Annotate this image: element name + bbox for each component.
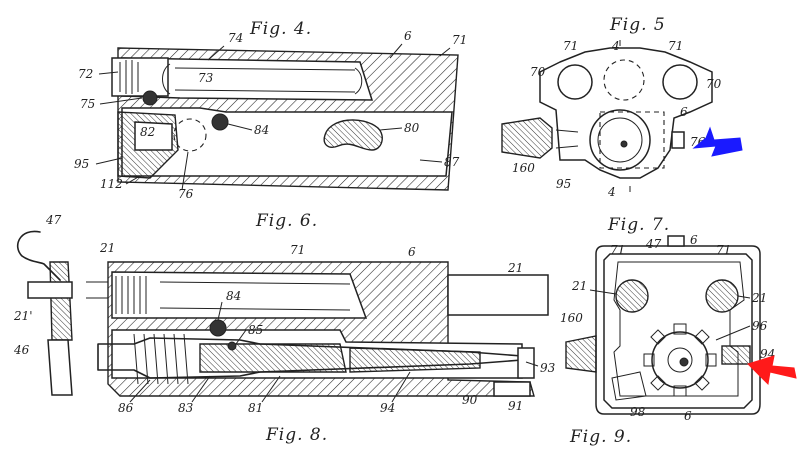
- fig7-label-71a: 71: [610, 243, 625, 257]
- fig6-label-47: 47: [45, 213, 62, 227]
- fig6-label-86: 86: [118, 401, 134, 415]
- fig7-label-98: 98: [630, 405, 646, 419]
- fig7-label-96: 96: [752, 319, 768, 333]
- fig4-label-74: 74: [228, 31, 243, 45]
- fig7-drawing: [565, 235, 761, 415]
- fig4-label-84: 84: [254, 123, 269, 137]
- fig5-label-6: 6: [680, 105, 688, 119]
- fig6-label-6: 6: [408, 245, 416, 259]
- fig4-label-87: 87: [444, 155, 460, 169]
- fig4-label-76: 76: [178, 187, 194, 201]
- fig6-drawing: [16, 230, 549, 397]
- fig6-label-83: 83: [178, 401, 194, 415]
- fig5-label-4-bottom: 4: [607, 185, 616, 199]
- fig4-label-112: 112: [100, 177, 123, 191]
- fig9-caption: Fig. 9.: [569, 427, 632, 447]
- fig6-label-21a: 21: [99, 241, 115, 255]
- fig4-label-75: 75: [80, 97, 95, 111]
- fig6-labels: 47 21 71 6 21 21' 84 85 46 86 83 81 94 9…: [13, 211, 556, 415]
- fig7-labels: 47 6 71 71 21 21 160 96 94 98 6 Fig. 7.: [560, 215, 775, 423]
- fig6-label-21prime: 21': [13, 309, 33, 323]
- fig4-drawing: [111, 47, 459, 191]
- fig5-label-71a: 71: [563, 39, 578, 53]
- fig6-label-85: 85: [248, 323, 263, 337]
- fig6-label-93: 93: [540, 361, 556, 375]
- fig6-label-90: 90: [462, 393, 478, 407]
- fig4-label-73: 73: [198, 71, 214, 85]
- fig4-label-95: 95: [74, 157, 89, 171]
- fig6-label-21b: 21: [507, 261, 523, 275]
- fig5-label-4-top: 4: [611, 39, 620, 53]
- fig4-label-71: 71: [452, 33, 467, 47]
- blue-arrow: [692, 126, 743, 157]
- fig5-label-70a: 70: [530, 65, 546, 79]
- fig8-caption: Fig. 8.: [265, 425, 328, 445]
- fig4-label-82: 82: [140, 125, 155, 139]
- fig7-label-47: 47: [645, 237, 662, 251]
- fig6-label-81: 81: [248, 401, 263, 415]
- fig5-label-70b: 70: [706, 77, 722, 91]
- fig7-label-6-top: 6: [690, 233, 698, 247]
- fig7-label-6-bottom: 6: [684, 409, 692, 423]
- fig4-caption: Fig. 4.: [249, 19, 312, 39]
- fig7-label-71b: 71: [716, 243, 731, 257]
- fig6-label-91: 91: [508, 399, 523, 413]
- fig4-label-72: 72: [78, 67, 93, 81]
- fig5-labels: 71 4 71 70 70 6 76 160 95 4 Fig. 5: [512, 15, 722, 199]
- fig7-label-160: 160: [560, 311, 583, 325]
- red-arrow: [747, 355, 797, 386]
- fig7-caption: Fig. 7.: [607, 215, 670, 235]
- fig6-caption: Fig. 6.: [255, 211, 318, 231]
- fig5-label-160: 160: [512, 161, 535, 175]
- fig5-caption: Fig. 5: [609, 15, 666, 35]
- fig5-label-95: 95: [556, 177, 571, 191]
- fig6-label-71: 71: [290, 243, 305, 257]
- fig6-label-84: 84: [226, 289, 241, 303]
- fig6-label-94: 94: [380, 401, 395, 415]
- fig4-label-6: 6: [404, 29, 412, 43]
- fig4-labels: 74 6 71 72 73 75 82 84 80 95 87 112 76 F…: [74, 19, 467, 201]
- fig5-drawing: [501, 40, 713, 192]
- fig5-label-71b: 71: [668, 39, 683, 53]
- fig7-label-21b: 21: [751, 291, 767, 305]
- fig6-label-46: 46: [13, 343, 30, 357]
- fig4-label-80: 80: [404, 121, 420, 135]
- fig7-label-21a: 21: [571, 279, 587, 293]
